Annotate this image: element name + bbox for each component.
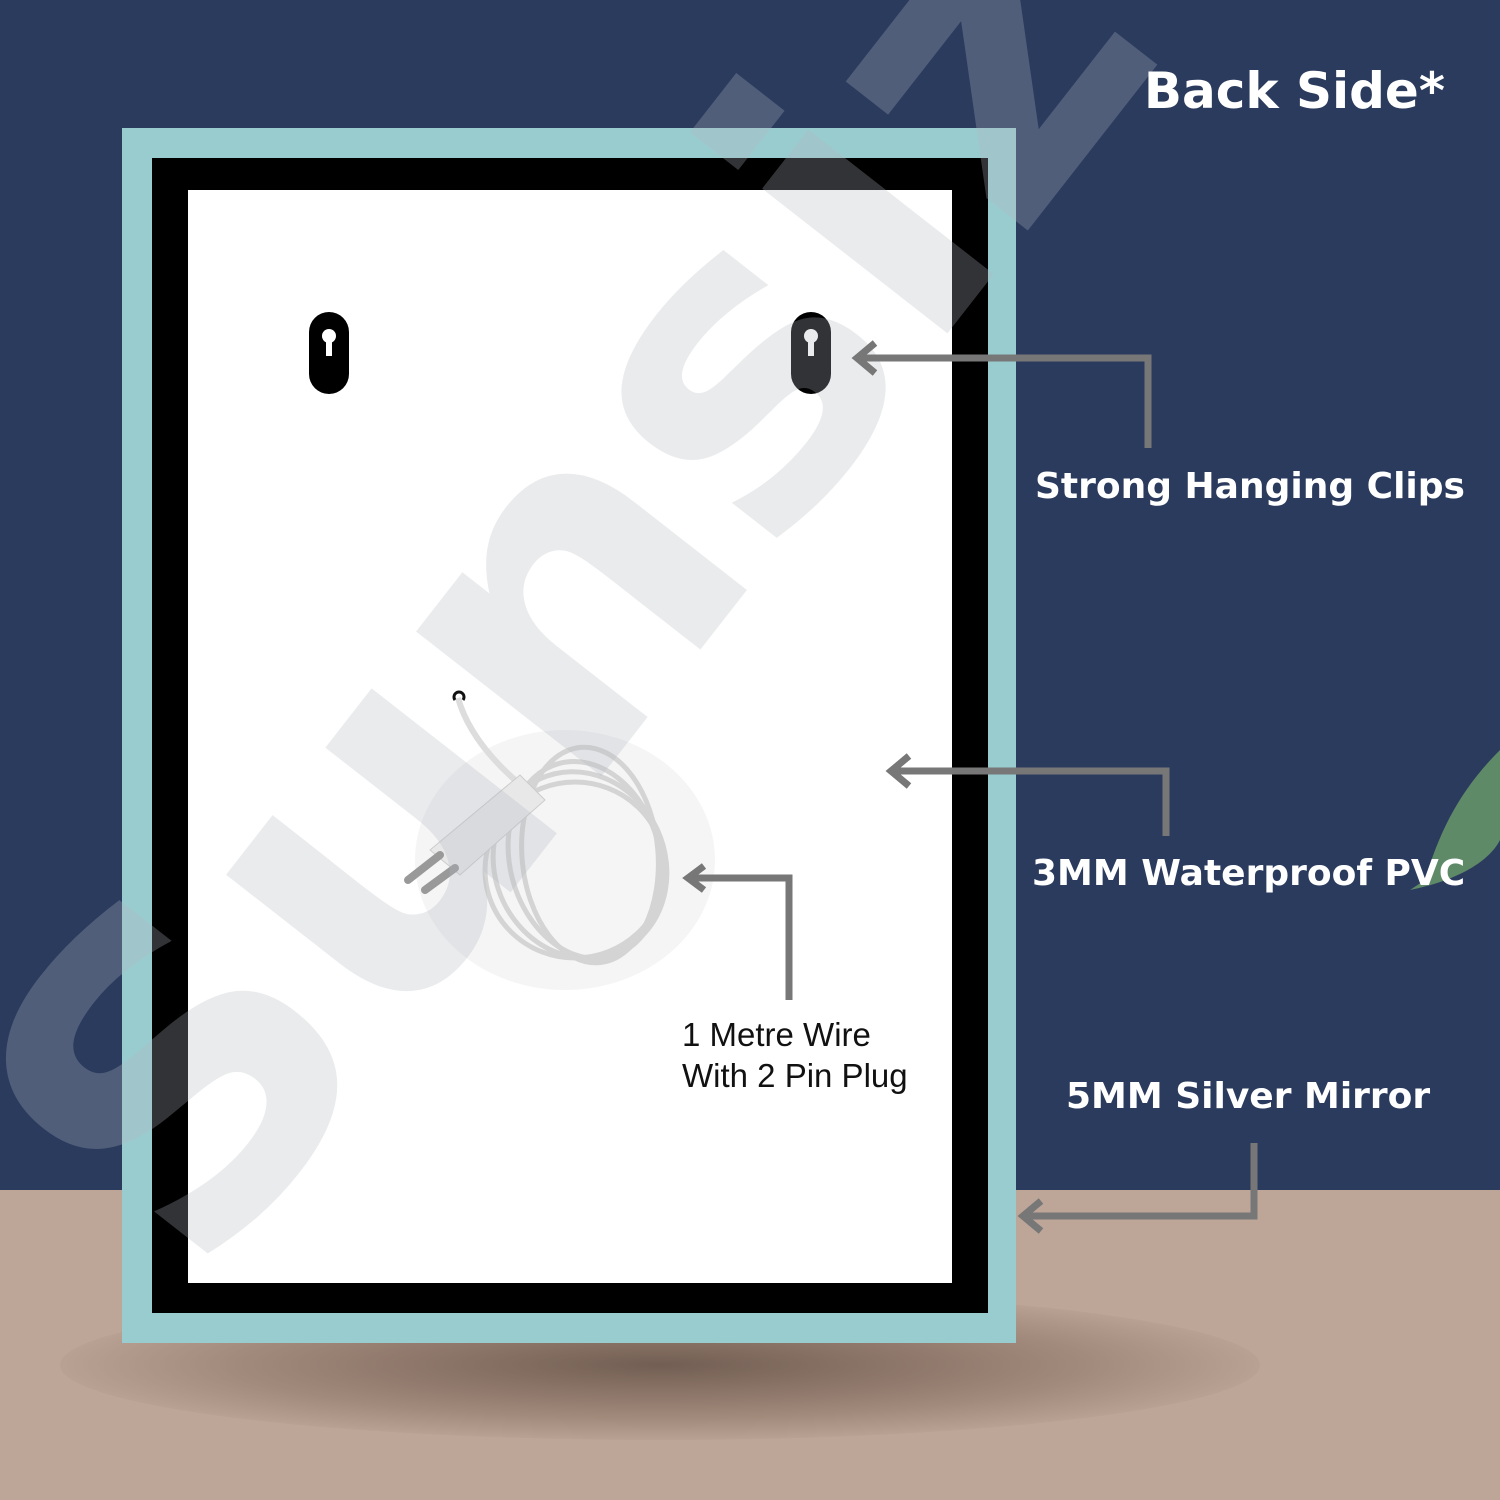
callout-silver-mirror: 5MM Silver Mirror xyxy=(1066,1076,1431,1117)
leaf-icon xyxy=(1410,750,1500,890)
callout-wire-line1: 1 Metre Wire xyxy=(682,1016,871,1053)
callout-hanging-clips: Strong Hanging Clips xyxy=(1035,466,1465,507)
callout-wire-line2: With 2 Pin Plug xyxy=(682,1057,908,1094)
hanging-clip-left-icon xyxy=(309,312,349,394)
wire-plug-icon xyxy=(404,690,715,990)
arrow-pvc xyxy=(892,767,1170,836)
arrow-clips xyxy=(858,354,1152,448)
watermark-logo: Sunsize xyxy=(0,0,1430,1353)
arrow-mirror xyxy=(1024,1143,1258,1220)
hanging-clip-right-icon xyxy=(791,312,831,394)
callout-wire: 1 Metre Wire With 2 Pin Plug xyxy=(682,1014,908,1096)
callout-waterproof-pvc: 3MM Waterproof PVC xyxy=(1032,853,1466,894)
page-title: Back Side* xyxy=(1143,62,1445,120)
arrow-wire xyxy=(688,874,793,1000)
